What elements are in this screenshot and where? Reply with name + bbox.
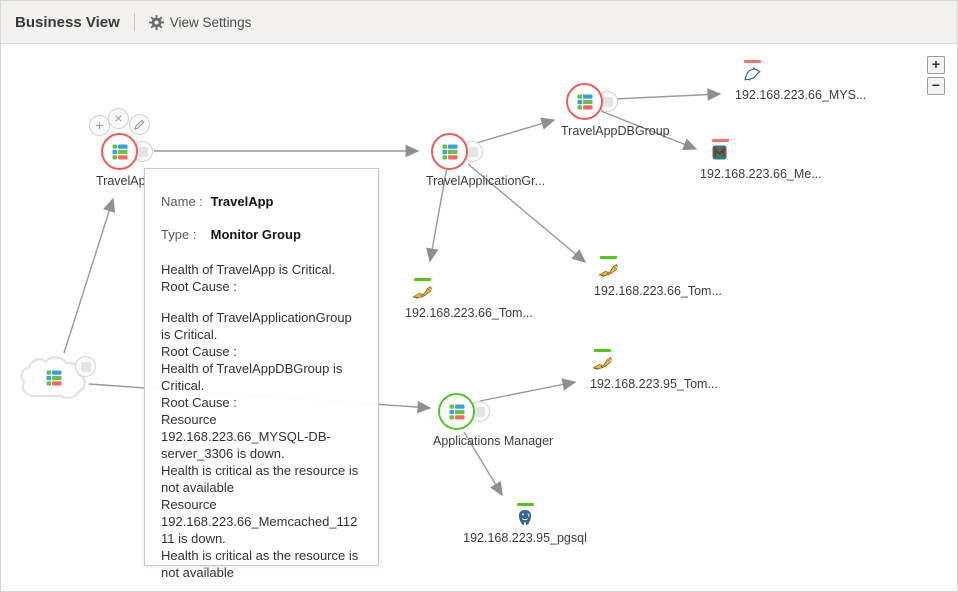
node-label: 192.168.223.66_MYS... <box>735 88 867 102</box>
tooltip-line: Health is critical as the resource is no… <box>161 548 359 580</box>
remove-node-button[interactable]: × <box>108 108 129 129</box>
edit-node-button[interactable] <box>129 114 150 135</box>
zoom-in-button[interactable]: + <box>927 56 945 74</box>
tooltip-line: Health of TravelApp is Critical. <box>161 262 336 277</box>
node-label: Applications Manager <box>433 434 554 448</box>
pencil-icon <box>134 119 145 130</box>
node-applications-manager[interactable]: Applications Manager <box>433 393 553 448</box>
view-settings-button[interactable]: View Settings <box>148 14 252 30</box>
topology-canvas[interactable]: + − + × TravelApp TravelApplicationGr... <box>1 44 957 591</box>
edge-appgroup-tomcat66a <box>426 166 448 263</box>
tomcat-icon <box>592 356 613 370</box>
header-divider <box>133 13 135 31</box>
tomcat-icon <box>412 285 433 299</box>
tooltip-line: Health of TravelApplicationGroup is Crit… <box>161 310 352 342</box>
memcached-icon <box>712 145 727 160</box>
health-ring-clear <box>438 393 475 430</box>
tooltip-line: Health is critical as the resource is no… <box>161 463 359 495</box>
tooltip-line: Root Cause : <box>161 395 237 410</box>
health-ring-critical <box>566 83 603 120</box>
postgresql-icon <box>518 510 532 526</box>
tooltip-type-value: Monitor Group <box>210 227 301 242</box>
node-label: TravelApp <box>96 174 153 188</box>
status-bar-clear <box>600 256 617 259</box>
node-label: 192.168.223.95_pgsql <box>463 531 587 545</box>
node-travelapplicationgroup[interactable]: TravelApplicationGr... <box>426 133 545 188</box>
monitor-group-icon <box>112 144 127 159</box>
status-bar-clear <box>517 503 534 506</box>
edge-appgroup-dbgroup <box>472 117 556 145</box>
tooltip-type-label: Type : <box>161 227 197 242</box>
collapse-toggle[interactable] <box>75 356 96 377</box>
health-ring-critical <box>431 133 468 170</box>
tooltip-line: Resource 192.168.223.66_Memcached_11211 … <box>161 497 358 546</box>
tooltip-name-label: Name : <box>161 194 203 209</box>
monitor-group-icon <box>442 144 457 159</box>
monitor-group-icon <box>449 404 464 419</box>
mysql-icon <box>744 67 761 81</box>
add-node-button[interactable]: + <box>89 115 110 136</box>
edge-dbgroup-memcached <box>600 110 698 151</box>
node-travelapp[interactable]: TravelApp <box>96 133 153 188</box>
tooltip-summary: Health of TravelApp is Critical. Root Ca… <box>161 261 362 295</box>
node-label: 192.168.223.66_Tom... <box>594 284 722 298</box>
edge-appgroup-tomcat66b <box>467 163 587 263</box>
status-bar-critical <box>712 139 729 142</box>
tooltip-line: Health of TravelAppDBGroup is Critical. <box>161 361 343 393</box>
node-tooltip: Name : TravelApp Type : Monitor Group He… <box>144 168 379 580</box>
status-bar-clear <box>414 278 431 281</box>
node-cloud-group[interactable] <box>17 354 96 409</box>
edge-appmanager-pgsql <box>463 431 503 497</box>
view-settings-label: View Settings <box>169 14 252 30</box>
page-title: Business View <box>15 13 120 31</box>
status-bar-clear <box>594 349 611 352</box>
tooltip-name-value: TravelApp <box>210 194 274 209</box>
header-bar: Business View View Settings <box>1 1 957 44</box>
node-label: 192.168.223.66_Me... <box>700 167 822 181</box>
edge-layer <box>63 88 722 497</box>
edge-cloud-travelapp <box>63 197 116 354</box>
tooltip-line: Root Cause : <box>161 344 237 359</box>
monitor-group-icon <box>46 370 62 386</box>
status-bar-critical <box>744 60 761 63</box>
tooltip-root-cause: Health of TravelApplicationGroup is Crit… <box>161 309 362 581</box>
node-label: 192.168.223.95_Tom... <box>590 377 718 391</box>
monitor-group-icon <box>577 94 592 109</box>
node-label: TravelAppDBGroup <box>561 124 670 138</box>
edge-appmanager-tomcat95 <box>479 378 577 402</box>
tooltip-line: Root Cause : <box>161 279 237 294</box>
node-travelappdbgroup[interactable]: TravelAppDBGroup <box>561 83 670 138</box>
tomcat-icon <box>598 263 619 277</box>
gear-icon <box>148 14 164 30</box>
node-label: 192.168.223.66_Tom... <box>405 306 533 320</box>
node-label: TravelApplicationGr... <box>426 174 546 188</box>
edge-dbgroup-mysql <box>613 88 722 101</box>
tooltip-line: Resource 192.168.223.66_MYSQL-DB-server_… <box>161 412 331 461</box>
zoom-out-button[interactable]: − <box>927 77 945 95</box>
health-ring-critical <box>101 133 138 170</box>
